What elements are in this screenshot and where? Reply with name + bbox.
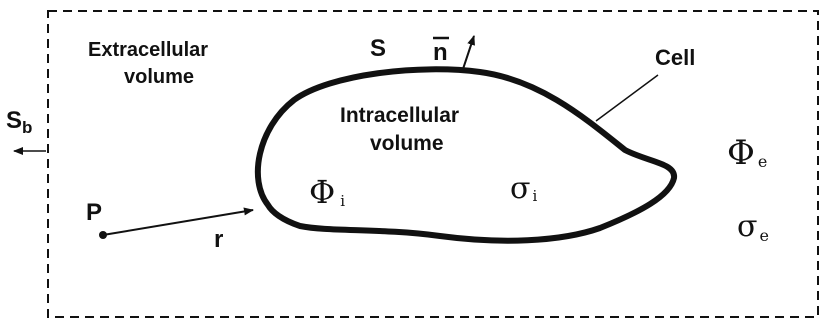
normal-label: n [433, 39, 448, 66]
intracellular-label-line1: Intracellular [340, 104, 459, 127]
phi-e-sub: e [758, 152, 767, 171]
phi-e-main: Φ [727, 133, 755, 173]
intracellular-label-line2: volume [370, 132, 444, 155]
point-p-label: P [86, 199, 102, 226]
vector-r-arrow [103, 210, 253, 235]
cell-outline [258, 69, 674, 240]
sigma-i-main: σ [510, 171, 530, 206]
extracellular-label-line1: Extracellular [88, 39, 208, 61]
cell-pointer-line [596, 75, 658, 121]
sigma-e-main: σ [737, 209, 757, 244]
phi-i-main: Φ [309, 173, 335, 211]
extracellular-label-line2: volume [124, 66, 194, 88]
phi-i-sub: i [340, 192, 345, 210]
boundary-label-sub: b [22, 118, 32, 137]
boundary-label-main: S [6, 107, 22, 134]
sigma-i-sub: i [532, 187, 537, 205]
cell-label: Cell [655, 45, 695, 70]
boundary-label: Sb [6, 107, 32, 137]
surface-label: S [370, 35, 386, 62]
vector-r-label: r [214, 226, 223, 253]
normal-vector-arrow [463, 36, 474, 69]
sigma-e-sub: e [759, 226, 768, 245]
